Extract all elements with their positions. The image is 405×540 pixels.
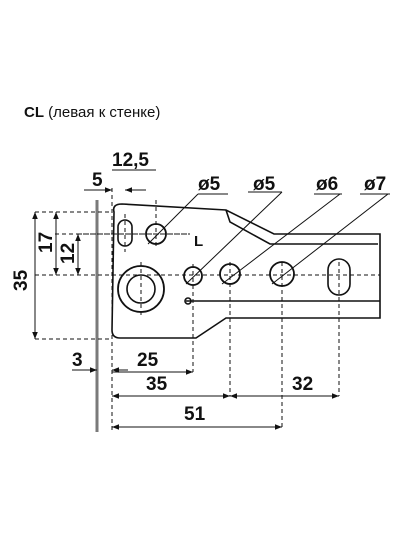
centerlines — [35, 188, 380, 432]
hole-5-lower — [183, 266, 203, 286]
dim-35-horizontal: 35 — [146, 374, 168, 395]
hole-6 — [219, 263, 241, 285]
dim-32: 32 — [292, 374, 313, 395]
dim-5-small: 5 — [92, 170, 103, 191]
dim-dia7: ø7 — [364, 174, 386, 195]
dim-12: 12 — [58, 243, 79, 264]
drawing-description: (левая к стенке) — [48, 104, 161, 121]
dim-12-5: 12,5 — [112, 150, 149, 171]
dim-25: 25 — [137, 350, 159, 371]
dim-dia5-b: ø5 — [253, 174, 276, 195]
dim-17: 17 — [36, 232, 57, 253]
drawing-title: CL (левая к стенке) — [24, 104, 160, 121]
drawing-code: CL — [24, 104, 44, 121]
dim-3: 3 — [72, 350, 83, 371]
dim-35-vertical: 35 — [11, 269, 32, 291]
diameter-leaders — [147, 191, 390, 285]
dim-dia5-a: ø5 — [198, 174, 221, 195]
dim-51: 51 — [184, 404, 206, 425]
slot-right — [327, 258, 351, 296]
part-mark-l: L — [194, 233, 203, 250]
dim-dia6: ø6 — [316, 174, 338, 195]
dimension-lines — [32, 169, 339, 430]
